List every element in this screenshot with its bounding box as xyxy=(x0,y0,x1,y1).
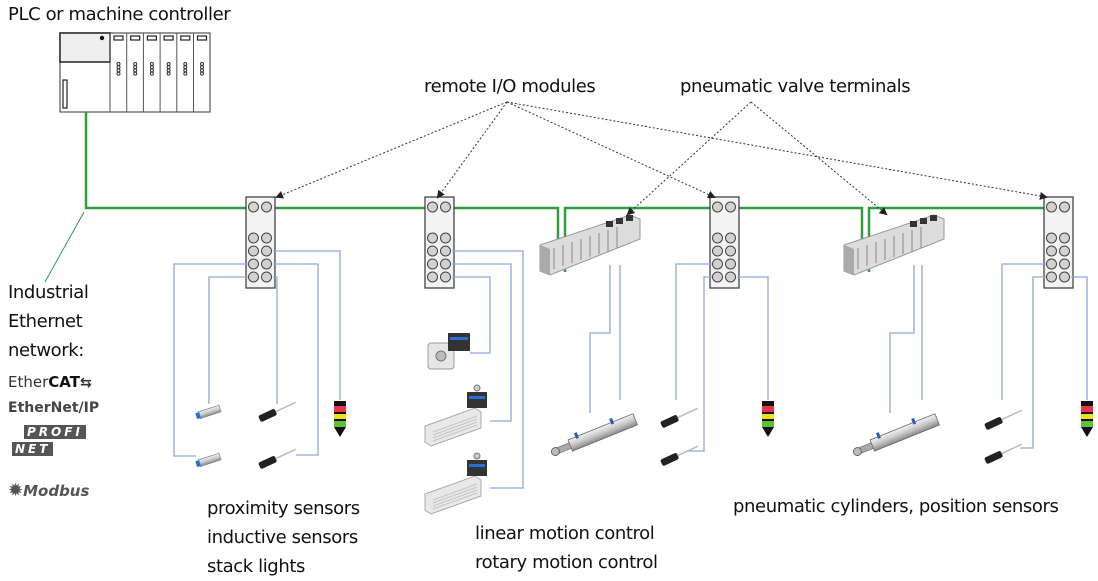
io-port xyxy=(440,245,451,257)
plc-io-card xyxy=(159,33,174,112)
plc-controller xyxy=(59,32,211,113)
io-port xyxy=(1046,232,1057,244)
stack-light-icon xyxy=(334,401,346,437)
group1-label: proximity sensors inductive sensors stac… xyxy=(207,494,360,581)
inductive-sensor-icon xyxy=(660,445,699,466)
group1-label-line1: proximity sensors xyxy=(207,498,360,519)
stack-light-icon xyxy=(1081,401,1093,437)
pneumatic-valve-terminal-icon xyxy=(843,214,945,276)
io-port xyxy=(712,258,723,270)
modbus-gear-icon: ✹ xyxy=(8,480,24,501)
ethercat-arrows-icon: ⇆ xyxy=(79,375,92,391)
inductive-sensor-icon xyxy=(660,407,699,428)
group1-label-line2: inductive sensors xyxy=(207,527,358,548)
pneumatic-valve-terminal-icon xyxy=(539,214,641,276)
inductive-sensor-icon xyxy=(984,409,1023,430)
valve-terminals-label: pneumatic valve terminals xyxy=(680,76,911,97)
io-port xyxy=(1046,201,1057,213)
io-port xyxy=(712,271,723,283)
io-port xyxy=(427,232,438,244)
plc-io-card xyxy=(142,33,157,112)
group1-label-line3: stack lights xyxy=(207,556,305,577)
modbus-logo-text: Modbus xyxy=(23,482,90,500)
io-port xyxy=(261,245,272,257)
io-port xyxy=(725,201,736,213)
io-port xyxy=(248,271,259,283)
remote-io-module xyxy=(245,196,276,289)
rotary-motor-icon xyxy=(427,333,470,370)
io-port xyxy=(261,201,272,213)
io-port xyxy=(440,201,451,213)
ethernetip-logo: EtherNet/IP xyxy=(8,400,100,416)
io-port xyxy=(1046,258,1057,270)
io-port xyxy=(725,271,736,283)
io-port xyxy=(427,245,438,257)
inductive-sensor-icon xyxy=(258,401,297,422)
io-port xyxy=(712,232,723,244)
io-port xyxy=(712,201,723,213)
io-port xyxy=(248,201,259,213)
plc-io-card xyxy=(109,33,124,112)
io-port xyxy=(1059,201,1070,213)
io-port xyxy=(440,258,451,270)
remote-io-module xyxy=(709,196,740,289)
network-label-line2: Ethernet xyxy=(8,311,83,332)
io-port xyxy=(261,232,272,244)
io-port xyxy=(1046,245,1057,257)
network-label-line3: network: xyxy=(8,340,84,361)
remote-io-module xyxy=(424,196,455,289)
io-port xyxy=(427,201,438,213)
network-pointer-line xyxy=(44,211,85,283)
group2-label-line2: rotary motion control xyxy=(475,552,658,573)
io-port xyxy=(725,245,736,257)
proximity-sensor-icon xyxy=(195,452,222,468)
group2-label: linear motion control rotary motion cont… xyxy=(475,519,658,577)
io-port xyxy=(248,245,259,257)
network-label-line1: Industrial xyxy=(8,282,89,303)
io-port xyxy=(261,258,272,270)
inductive-sensor-icon xyxy=(258,448,297,469)
io-port xyxy=(725,232,736,244)
io-port xyxy=(248,258,259,270)
wiring xyxy=(173,250,1088,489)
ethercat-logo-b: CAT xyxy=(48,373,80,391)
io-port xyxy=(1059,245,1070,257)
io-port xyxy=(725,258,736,270)
pneumatic-cylinder-icon xyxy=(551,413,638,456)
profinet-logo-profi: PROFI xyxy=(24,425,86,439)
io-port xyxy=(1059,271,1070,283)
linear-axis-icon xyxy=(424,384,487,447)
pneumatic-cylinder-icon xyxy=(853,413,940,456)
plc-io-card xyxy=(126,33,141,112)
group2-label-line1: linear motion control xyxy=(475,523,655,544)
io-port xyxy=(248,232,259,244)
profinet-logo-net: NET xyxy=(12,442,54,456)
linear-axis-icon xyxy=(424,452,487,515)
stack-light-icon xyxy=(762,401,774,437)
io-port xyxy=(261,271,272,283)
profinet-logo: PROFI NET xyxy=(8,425,86,456)
plc-label: PLC or machine controller xyxy=(8,4,231,25)
ethercat-logo: EtherCAT⇆ xyxy=(8,373,92,391)
remote-io-label: remote I/O modules xyxy=(424,76,596,97)
group3-label: pneumatic cylinders, position sensors xyxy=(733,496,1059,517)
network-label: Industrial Ethernet network: xyxy=(8,278,89,365)
plc-io-card xyxy=(176,33,191,112)
io-port xyxy=(427,271,438,283)
io-port xyxy=(440,271,451,283)
modbus-logo: ✹Modbus xyxy=(8,480,89,501)
inductive-sensor-icon xyxy=(984,443,1023,464)
io-port xyxy=(427,258,438,270)
io-port xyxy=(1059,258,1070,270)
proximity-sensor-icon xyxy=(195,404,222,420)
ethercat-logo-a: Ether xyxy=(8,373,49,391)
io-port xyxy=(1059,232,1070,244)
remote-io-module xyxy=(1043,196,1074,289)
io-port xyxy=(440,232,451,244)
io-port xyxy=(712,245,723,257)
io-port xyxy=(1046,271,1057,283)
callout-arrows xyxy=(275,101,1048,216)
plc-io-card xyxy=(193,33,208,112)
